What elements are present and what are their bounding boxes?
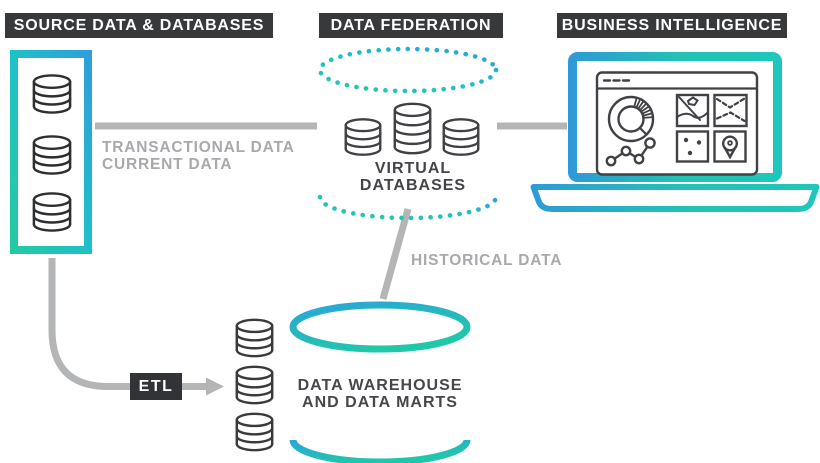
historical-data-label: HISTORICAL DATA — [411, 252, 563, 269]
data-warehouse-line2: AND DATA MARTS — [302, 393, 458, 411]
etl-arrow-head-icon — [206, 377, 224, 396]
virtual-databases-label: VIRTUAL DATABASES — [343, 160, 483, 194]
database-icon — [442, 118, 480, 156]
database-icon — [32, 74, 72, 114]
data-warehouse-label: DATA WAREHOUSE AND DATA MARTS — [288, 377, 472, 411]
header-data-federation: DATA FEDERATION — [319, 13, 503, 38]
etl-flow-curve — [48, 258, 131, 390]
data-warehouse-line1: DATA WAREHOUSE — [297, 377, 463, 394]
header-business-intelligence: BUSINESS INTELLIGENCE — [557, 13, 787, 38]
location-pin-icon — [713, 130, 747, 163]
data-warehouse-cylinder — [289, 301, 471, 463]
line-chart-icon — [605, 137, 656, 167]
connector-lines — [48, 122, 567, 390]
database-icon — [235, 318, 274, 358]
browser-window — [595, 71, 759, 176]
database-icon — [235, 412, 274, 452]
database-icon — [32, 192, 72, 232]
database-icon — [344, 118, 382, 156]
etl-badge: ETL — [130, 373, 182, 400]
transactional-data-line1: TRANSACTIONAL DATA — [102, 139, 295, 156]
scatter-plot-icon — [675, 130, 710, 163]
database-icon — [393, 102, 432, 155]
transactional-data-label: TRANSACTIONAL DATA CURRENT DATA — [102, 139, 295, 173]
laptop-base — [530, 184, 820, 212]
historical-connector-line — [379, 208, 412, 300]
map-icon — [675, 93, 710, 128]
routes-map-icon — [713, 93, 748, 128]
database-icon — [235, 365, 274, 405]
header-source-data: SOURCE DATA & DATABASES — [5, 13, 273, 38]
transactional-data-line2: CURRENT DATA — [102, 156, 233, 173]
donut-chart-icon — [607, 95, 655, 143]
virtual-databases-line1: VIRTUAL — [374, 160, 452, 177]
database-stack — [235, 318, 274, 452]
database-icon — [32, 135, 72, 175]
virtual-databases-cylinder — [317, 46, 499, 221]
source-databases-box — [10, 50, 92, 254]
virtual-databases-line2: DATABASES — [359, 177, 467, 194]
